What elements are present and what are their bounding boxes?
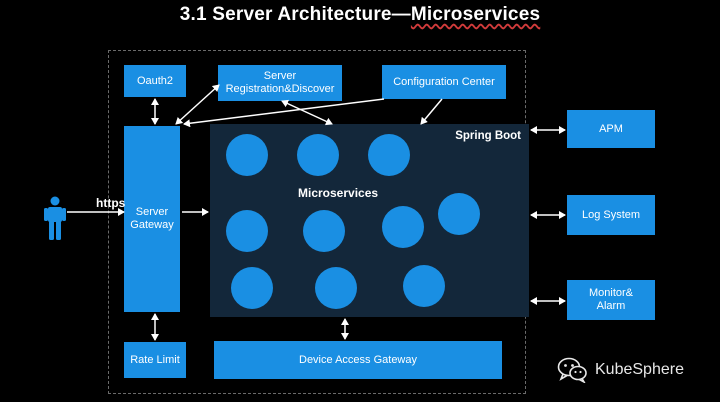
- microservice-node: [382, 206, 424, 248]
- monitor-alarm-label: Monitor& Alarm: [588, 287, 634, 312]
- microservice-node: [297, 134, 339, 176]
- microservice-node: [226, 134, 268, 176]
- microservice-node: [438, 193, 480, 235]
- rate-limit-box: Rate Limit: [124, 342, 186, 378]
- https-label: https: [96, 196, 126, 210]
- wechat-icon: [557, 357, 587, 383]
- registration-discover-label: Server Registration&Discover: [225, 70, 335, 95]
- microservice-node: [315, 267, 357, 309]
- monitor-alarm-box: Monitor& Alarm: [567, 280, 655, 320]
- kubesphere-watermark: KubeSphere: [557, 357, 684, 383]
- title-prefix: 3.1 Server Architecture—: [179, 4, 411, 25]
- device-access-gateway-box: Device Access Gateway: [214, 341, 502, 379]
- microservice-node: [226, 210, 268, 252]
- registry-microservices-arrow: [281, 99, 333, 126]
- oauth2-box: Oauth2: [124, 65, 186, 97]
- log-system-label: Log System: [581, 208, 641, 221]
- page-title: 3.1 Server Architecture—Microservices: [0, 4, 720, 26]
- configuration-center-label: Configuration Center: [393, 75, 495, 88]
- microservice-node: [303, 210, 345, 252]
- registration-discover-box: Server Registration&Discover: [218, 65, 342, 101]
- device-access-gateway-label: Device Access Gateway: [299, 353, 417, 366]
- microservices-label: Microservices: [298, 186, 379, 200]
- oauth2-label: Oauth2: [136, 74, 174, 87]
- server-gateway-label: Server Gateway: [130, 206, 174, 231]
- gateway-registry-arrow: [175, 84, 220, 125]
- config-gateway-arrow: [183, 98, 385, 128]
- apm-box: APM: [567, 110, 655, 148]
- spring-boot-label: Spring Boot: [455, 130, 521, 142]
- log-system-box: Log System: [567, 195, 655, 235]
- title-emphasis: Microservices: [410, 4, 541, 25]
- microservice-node: [368, 134, 410, 176]
- microservice-node: [231, 267, 273, 309]
- rate-limit-label: Rate Limit: [130, 353, 180, 366]
- config-microservices-arrow: [420, 98, 443, 125]
- configuration-center-box: Configuration Center: [382, 65, 506, 99]
- server-gateway-box: Server Gateway: [124, 126, 180, 312]
- apm-label: APM: [599, 122, 623, 135]
- watermark-text: KubeSphere: [595, 361, 684, 378]
- person-icon: [44, 196, 66, 240]
- microservice-node: [403, 265, 445, 307]
